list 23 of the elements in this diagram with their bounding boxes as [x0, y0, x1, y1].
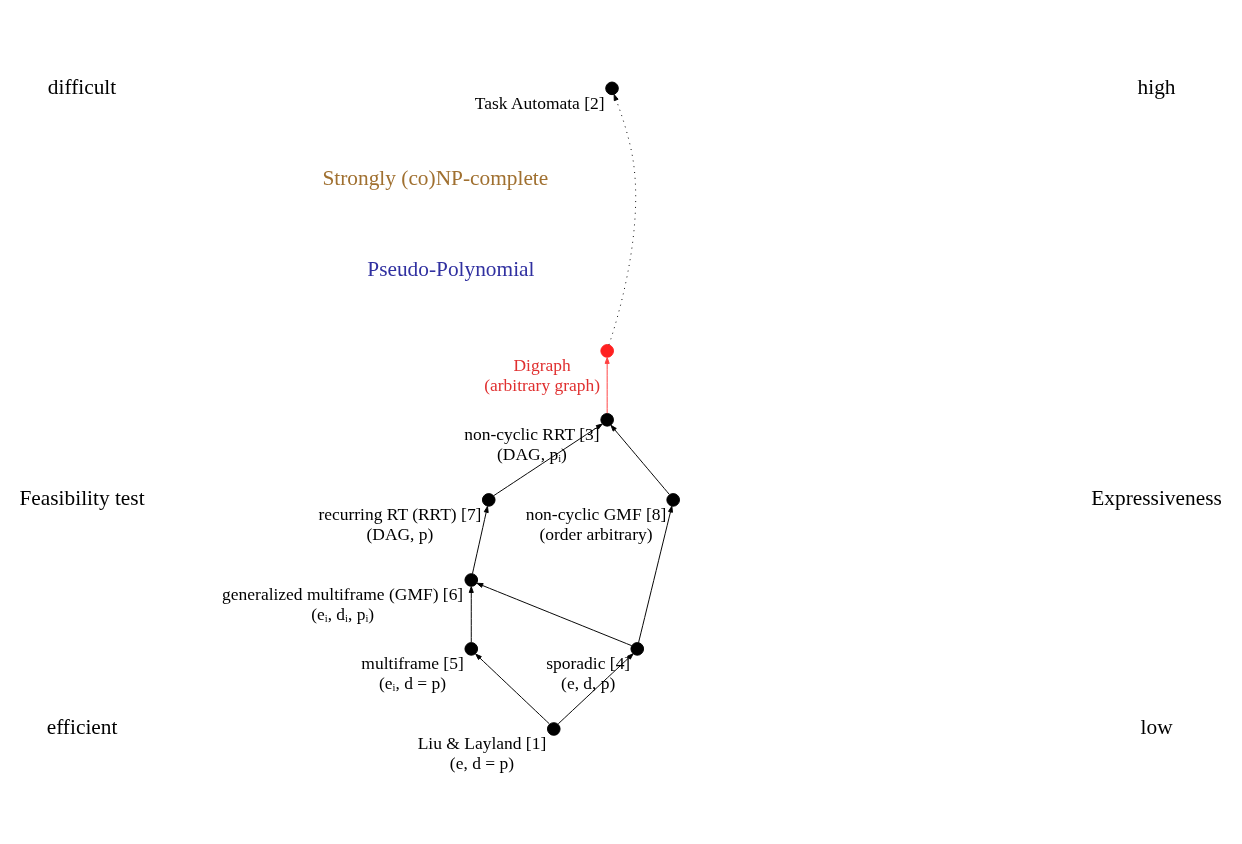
label: high	[1137, 74, 1176, 99]
node-label: Liu & Layland [1]	[417, 732, 547, 753]
label: low	[1140, 714, 1173, 739]
node-label: (DAG, p)	[366, 523, 434, 544]
label: efficient	[46, 714, 118, 739]
node-label: generalized multiframe (GMF) [6]	[222, 583, 464, 604]
label: difficult	[47, 74, 117, 99]
node-label: Digraph	[513, 354, 571, 375]
node-label: (arbitrary graph)	[484, 374, 601, 395]
node-label: multiframe [5]	[361, 652, 464, 673]
label: Feasibility test	[19, 485, 145, 510]
label: Expressiveness	[1091, 485, 1222, 510]
node-label: (e, d, p)	[561, 672, 616, 693]
node-label: (eᵢ, dᵢ, pᵢ)	[311, 603, 375, 624]
node-label: Task Automata [2]	[474, 92, 605, 113]
node-label: (e, d = p)	[449, 752, 515, 773]
node-label: (eᵢ, d = p)	[379, 672, 447, 693]
node-label: sporadic [4]	[546, 652, 631, 673]
node-label: recurring RT (RRT) [7]	[318, 503, 482, 524]
node-label: (order arbitrary)	[539, 523, 653, 544]
label: Strongly (co)NP-complete	[322, 165, 549, 190]
node-label: non-cyclic GMF [8]	[525, 503, 667, 524]
label: Pseudo-Polynomial	[367, 256, 535, 281]
